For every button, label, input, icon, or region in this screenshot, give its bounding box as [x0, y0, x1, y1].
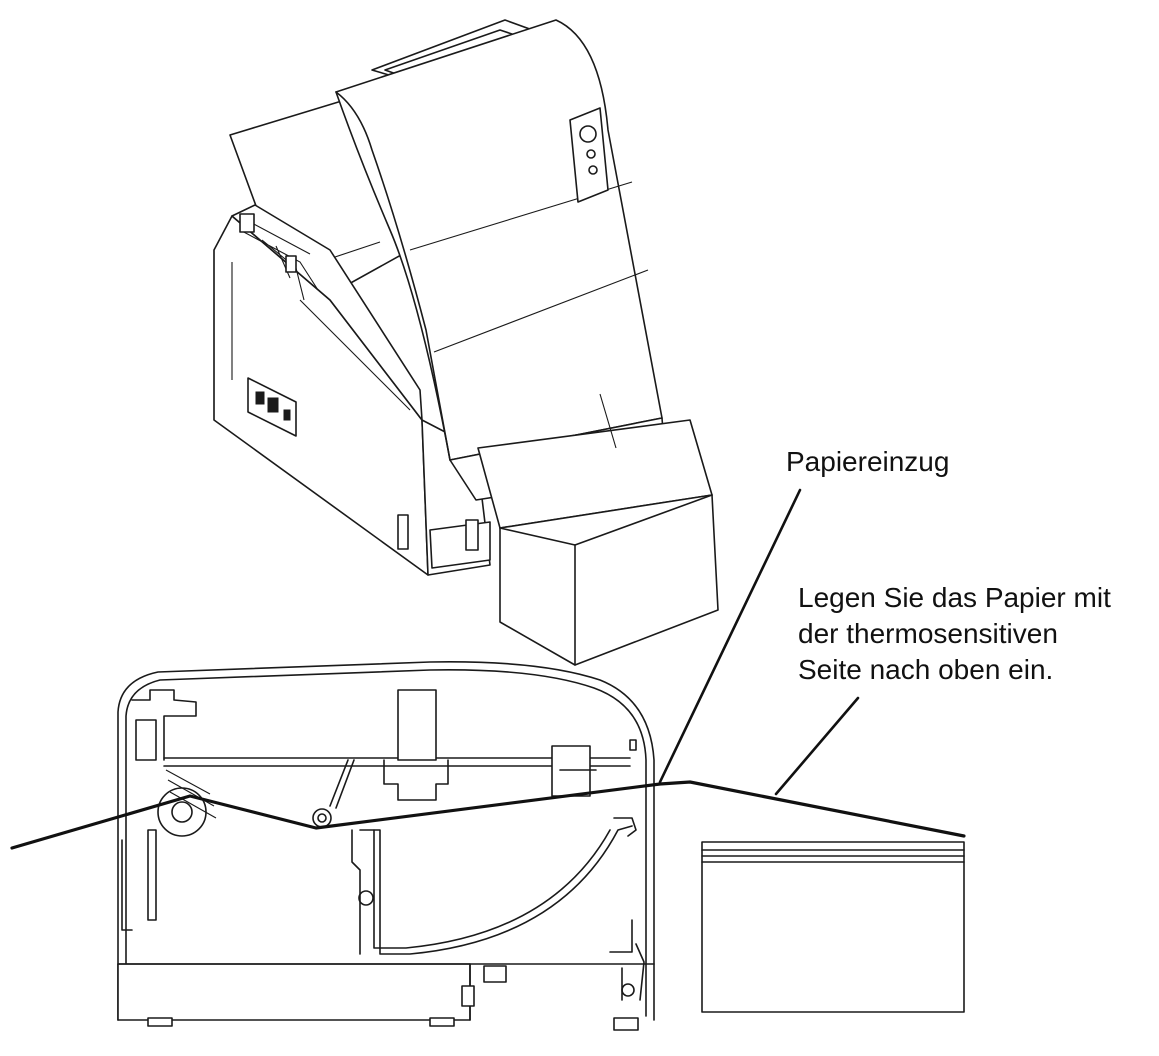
leader-paper-feed — [658, 488, 802, 784]
instruction-label: Legen Sie das Papier mit der thermosensi… — [798, 580, 1111, 688]
guide-roller — [312, 808, 332, 828]
printer-base — [117, 963, 471, 1021]
leader-thermal-side — [774, 696, 860, 796]
paper-feed-label: Papiereinzug — [786, 446, 950, 477]
platen-roller — [157, 787, 207, 837]
instruction-line-1: Legen Sie das Papier mit — [798, 582, 1111, 613]
housing-outline — [117, 661, 655, 1021]
instruction-line-2: der thermosensitiven — [798, 618, 1058, 649]
roll-cavity — [359, 825, 633, 955]
paper-roll-box — [701, 841, 965, 1013]
led-icon — [586, 149, 596, 159]
open-printer-icon — [213, 19, 719, 666]
button-panel — [569, 107, 609, 203]
paper-path — [10, 780, 966, 850]
led-icon — [588, 165, 598, 175]
paper-roll-icon — [701, 841, 965, 1013]
power-button-icon — [579, 125, 597, 143]
instruction-line-3: Seite nach oben ein. — [798, 654, 1054, 685]
roll-box-front — [499, 494, 719, 666]
printer-cross-section-icon — [117, 661, 655, 1031]
